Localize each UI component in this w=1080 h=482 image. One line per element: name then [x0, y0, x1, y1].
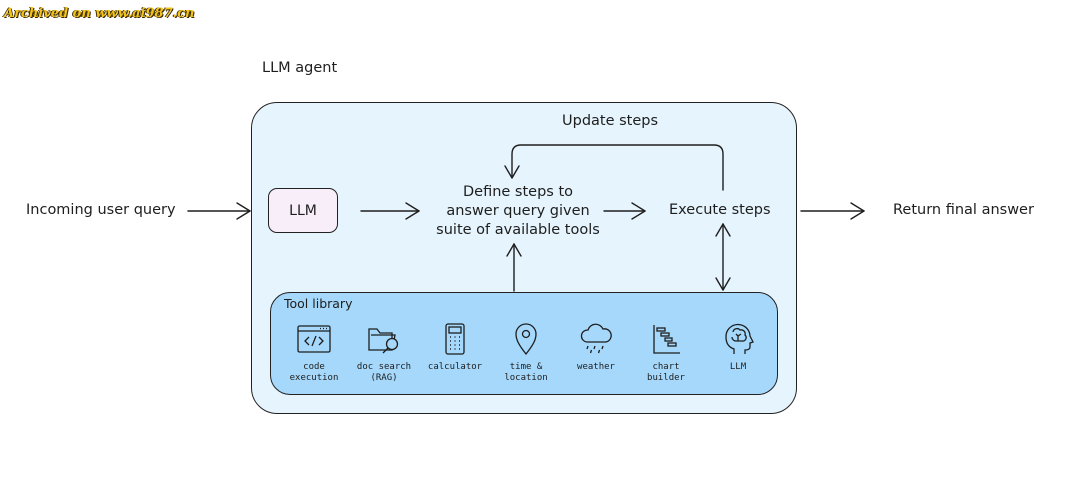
- calculator-icon: [445, 323, 465, 355]
- arrow-define-to-execute: [603, 202, 646, 220]
- return-answer-label: Return final answer: [893, 202, 1034, 218]
- brain-head-icon: [725, 323, 754, 354]
- tool-chart-builder: chart builder: [631, 322, 701, 384]
- llm-node-label: LLM: [289, 202, 317, 219]
- update-steps-label: Update steps: [562, 113, 659, 129]
- tool-label: chart builder: [647, 362, 685, 383]
- watermark: Archived on www.ai987.cn: [4, 6, 195, 21]
- tool-weather: weather: [561, 322, 631, 373]
- tool-label: code execution: [289, 362, 339, 383]
- tool-label: doc search (RAG): [356, 362, 412, 383]
- tool-library-container: [270, 292, 778, 395]
- execute-steps-node: Execute steps: [669, 202, 771, 218]
- arrow-llm-to-define: [360, 202, 420, 220]
- tool-label: time & location: [504, 362, 548, 383]
- define-steps-node: Define steps to answer query given suite…: [436, 184, 600, 238]
- tool-label: weather: [577, 362, 615, 372]
- tool-llm: LLM: [703, 322, 773, 373]
- gantt-chart-icon: [653, 325, 680, 354]
- rain-cloud-icon: [580, 323, 612, 354]
- folder-search-icon: [368, 328, 399, 354]
- code-window-icon: [297, 325, 331, 353]
- map-pin-icon: [515, 323, 537, 356]
- tool-code-execution: code execution: [279, 322, 349, 384]
- tool-label: calculator: [427, 362, 483, 372]
- diagram-title: LLM agent: [262, 60, 338, 76]
- llm-node: LLM: [268, 188, 338, 233]
- tool-label: LLM: [729, 362, 747, 372]
- arrow-input-to-agent: [187, 202, 251, 220]
- arrow-tools-to-define: [506, 243, 522, 292]
- tool-doc-search: doc search (RAG): [349, 322, 419, 384]
- incoming-query-label: Incoming user query: [26, 202, 176, 218]
- arrow-update-loop: [504, 144, 724, 191]
- arrow-execute-to-output: [800, 202, 865, 220]
- tool-calculator: calculator: [420, 322, 490, 373]
- tool-time-location: time & location: [491, 322, 561, 384]
- arrow-execute-tools-bidirectional: [715, 223, 731, 291]
- tool-library-title: Tool library: [284, 296, 353, 311]
